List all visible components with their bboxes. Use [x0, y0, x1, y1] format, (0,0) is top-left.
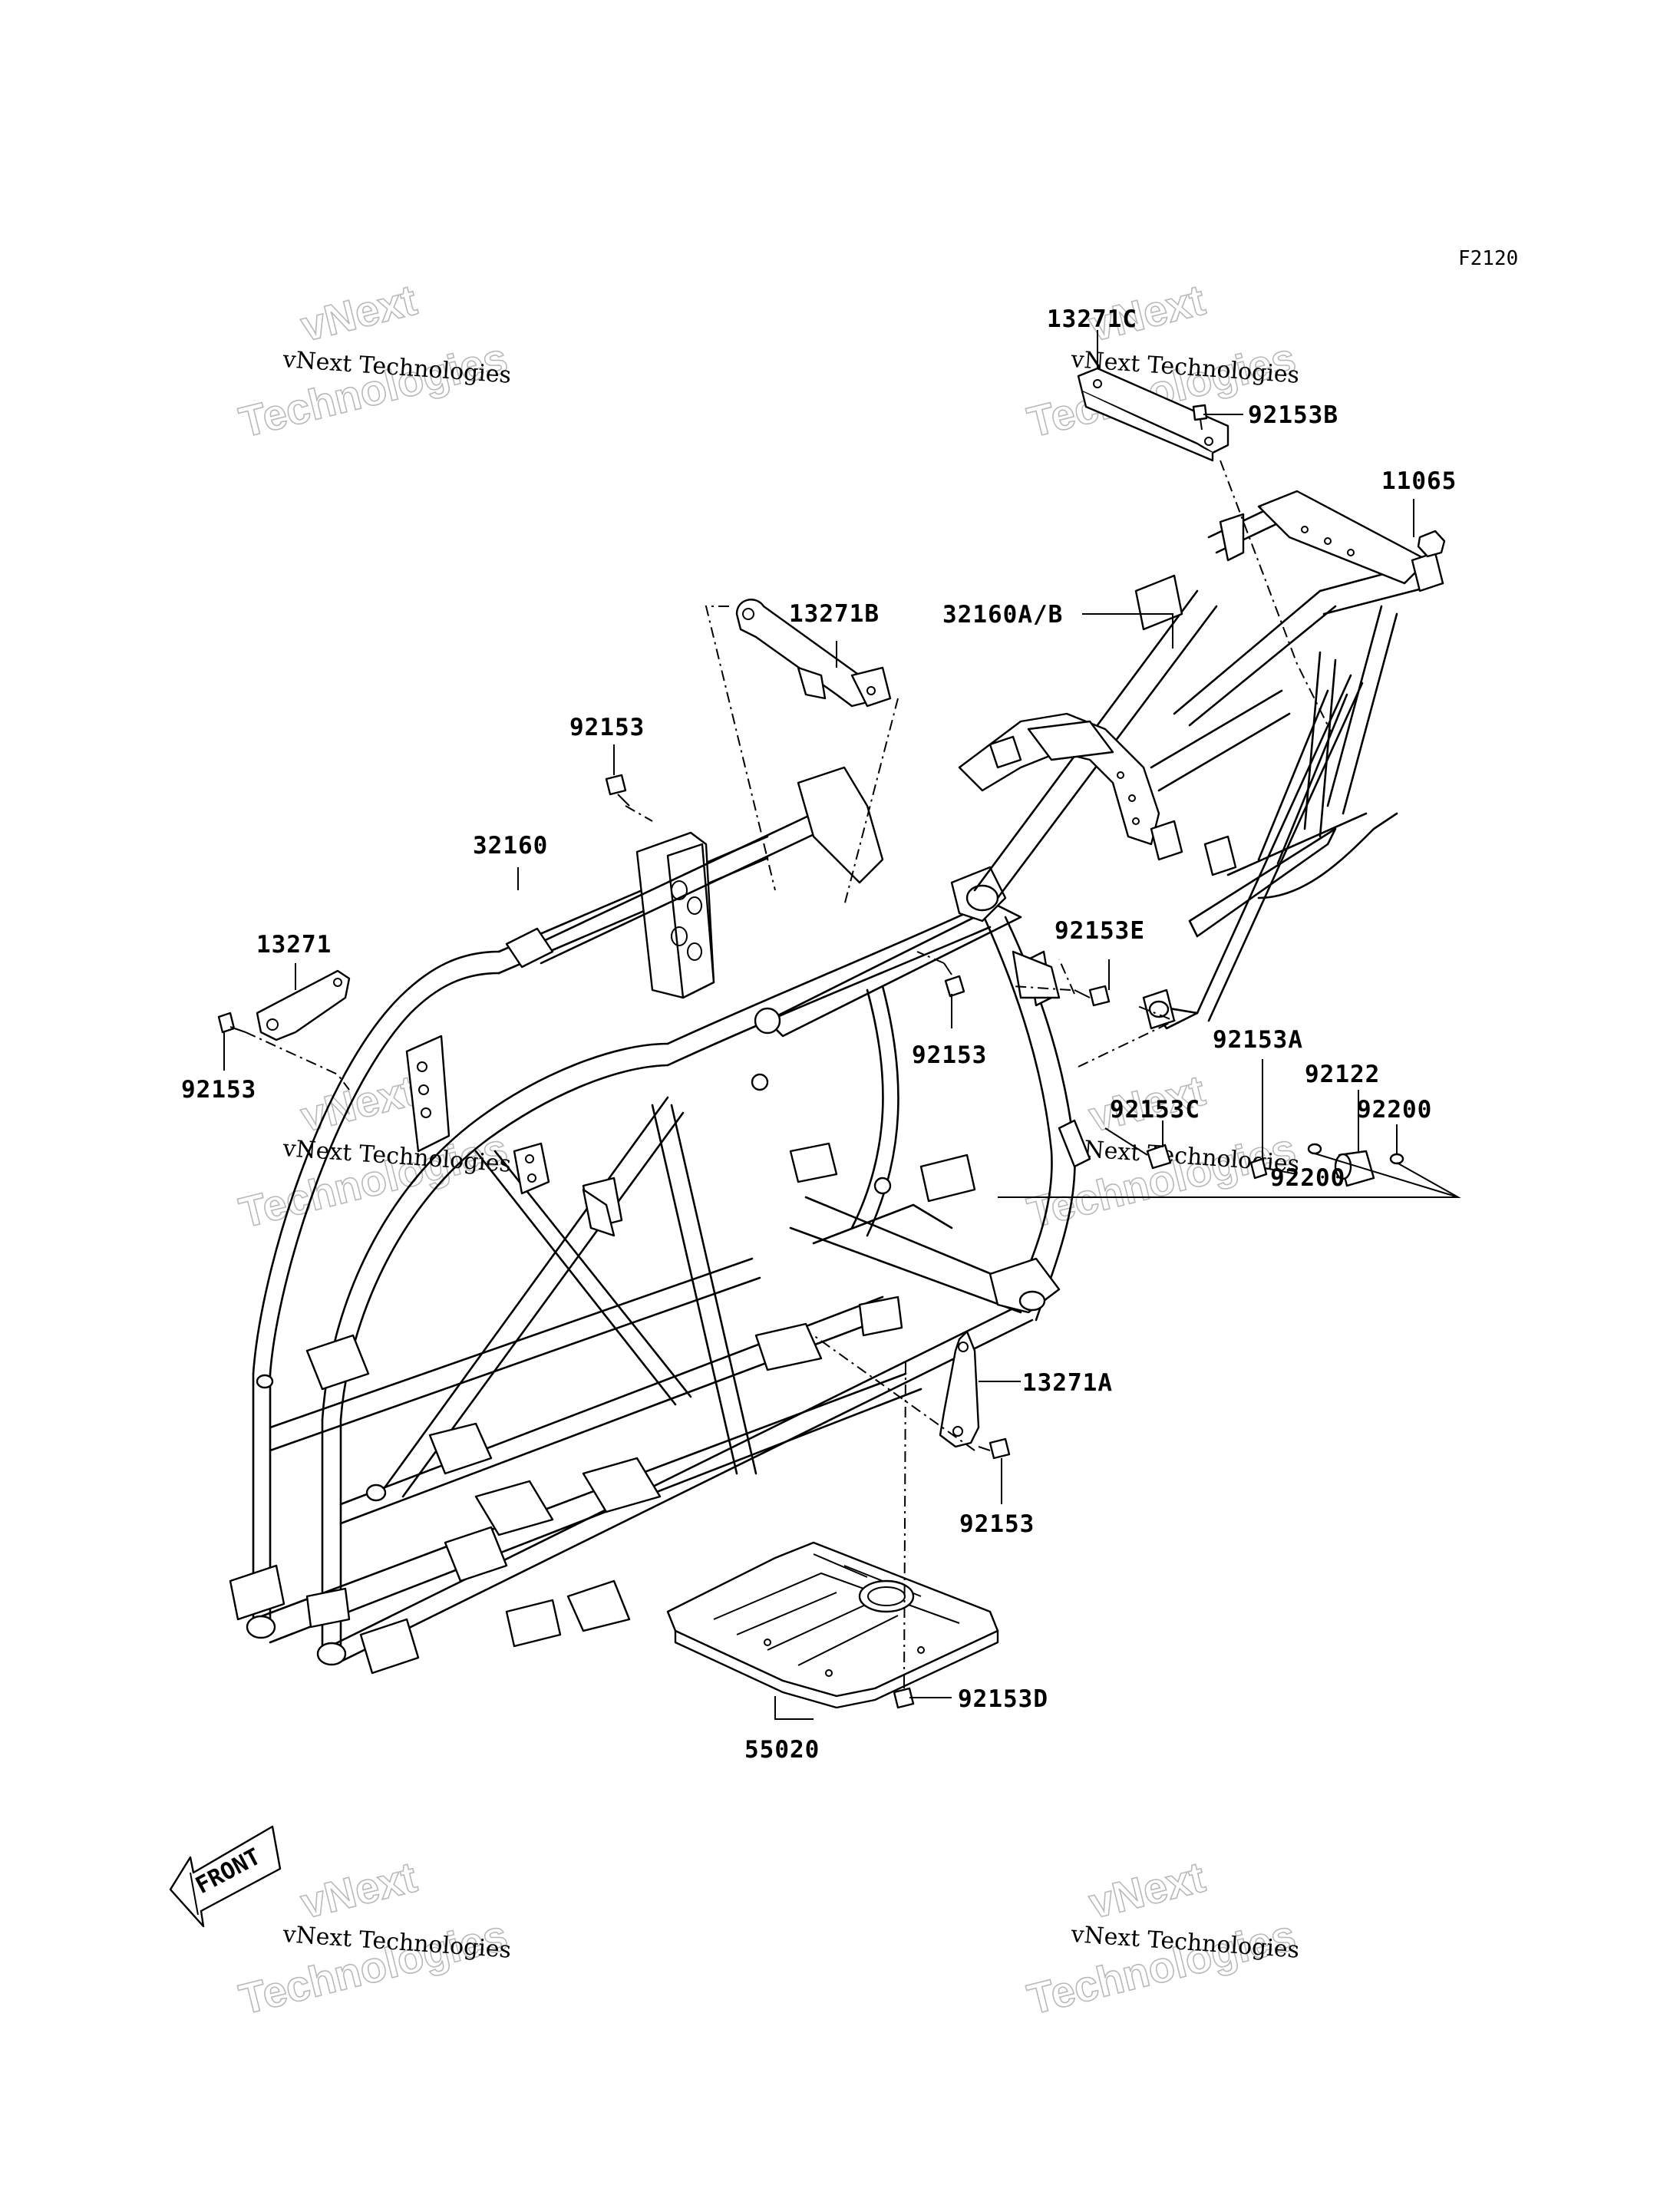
- bolt-92153e: [1074, 985, 1111, 1007]
- label-92153e: 92153E: [1055, 917, 1145, 945]
- watermark-big-line1: vNext: [296, 1853, 421, 1928]
- watermark-big-line2: Technologies: [235, 333, 512, 446]
- label-11065: 11065: [1381, 467, 1457, 495]
- bracket-13271a: [939, 1330, 980, 1448]
- bolt-92153-left: [217, 1012, 246, 1034]
- bracket-13271: [256, 969, 351, 1041]
- front-arrow-icon: FRONT: [169, 1825, 282, 1928]
- part-labels: 13271C 92153B 11065 13271B 32160A/B 9215…: [181, 305, 1457, 1764]
- figure-code: F2120: [1458, 247, 1518, 270]
- label-92122: 92122: [1305, 1061, 1380, 1088]
- label-92153-top: 92153: [569, 714, 645, 741]
- watermark-mid-left: vNext Technologies vNext Technologies: [234, 1065, 513, 1238]
- bolt-92153c: [1104, 1127, 1172, 1170]
- bolt-92153-mid: [943, 962, 965, 998]
- bracket-13271b: [735, 599, 892, 708]
- label-32160: 32160: [473, 832, 548, 860]
- bolt-92153d: [893, 1681, 915, 1709]
- label-13271a: 13271A: [1022, 1369, 1113, 1397]
- watermark-bottom-left: vNext Technologies vNext Technologies: [234, 1852, 513, 2025]
- label-92153d: 92153D: [958, 1685, 1048, 1713]
- label-13271: 13271: [256, 931, 332, 959]
- bolt-92153a: [1249, 1157, 1298, 1180]
- bolt-92153-low: [978, 1437, 1011, 1460]
- grommet-11065: [1417, 530, 1446, 558]
- label-92153c: 92153C: [1110, 1096, 1200, 1124]
- rear-subframe-32160ab: [958, 490, 1444, 1030]
- washer-92200-right: [1389, 1153, 1404, 1165]
- label-92153-left: 92153: [181, 1076, 256, 1104]
- label-92153b: 92153B: [1248, 401, 1338, 429]
- watermark-big-line1: vNext: [296, 1066, 421, 1141]
- label-92200-right: 92200: [1357, 1096, 1432, 1124]
- watermark-bottom-right: vNext Technologies vNext Technologies: [1022, 1852, 1301, 2025]
- label-55020: 55020: [744, 1736, 820, 1764]
- label-13271c: 13271C: [1047, 305, 1137, 333]
- skid-plate-55020: [666, 1541, 999, 1709]
- label-92153-mid: 92153: [912, 1041, 987, 1069]
- alignment-lines: [245, 460, 1332, 1685]
- label-92153-low: 92153: [959, 1510, 1035, 1538]
- main-frame-32160: [229, 766, 1091, 1675]
- bracket-13271c: [1077, 367, 1229, 462]
- label-92153a: 92153A: [1213, 1026, 1303, 1054]
- watermark-big-line1: vNext: [1084, 1853, 1210, 1928]
- bolt-92153b: [1192, 404, 1208, 431]
- label-92200-mid: 92200: [1270, 1164, 1345, 1192]
- washer-92200-mid: [1307, 1143, 1322, 1155]
- label-32160ab: 32160A/B: [942, 601, 1063, 629]
- bolt-92153-top: [605, 774, 630, 807]
- leader-lines: [223, 330, 1461, 1720]
- watermark-top-left: vNext Technologies vNext Technologies: [234, 275, 513, 447]
- watermark-big-line1: vNext: [296, 276, 421, 351]
- label-13271b: 13271B: [789, 600, 880, 628]
